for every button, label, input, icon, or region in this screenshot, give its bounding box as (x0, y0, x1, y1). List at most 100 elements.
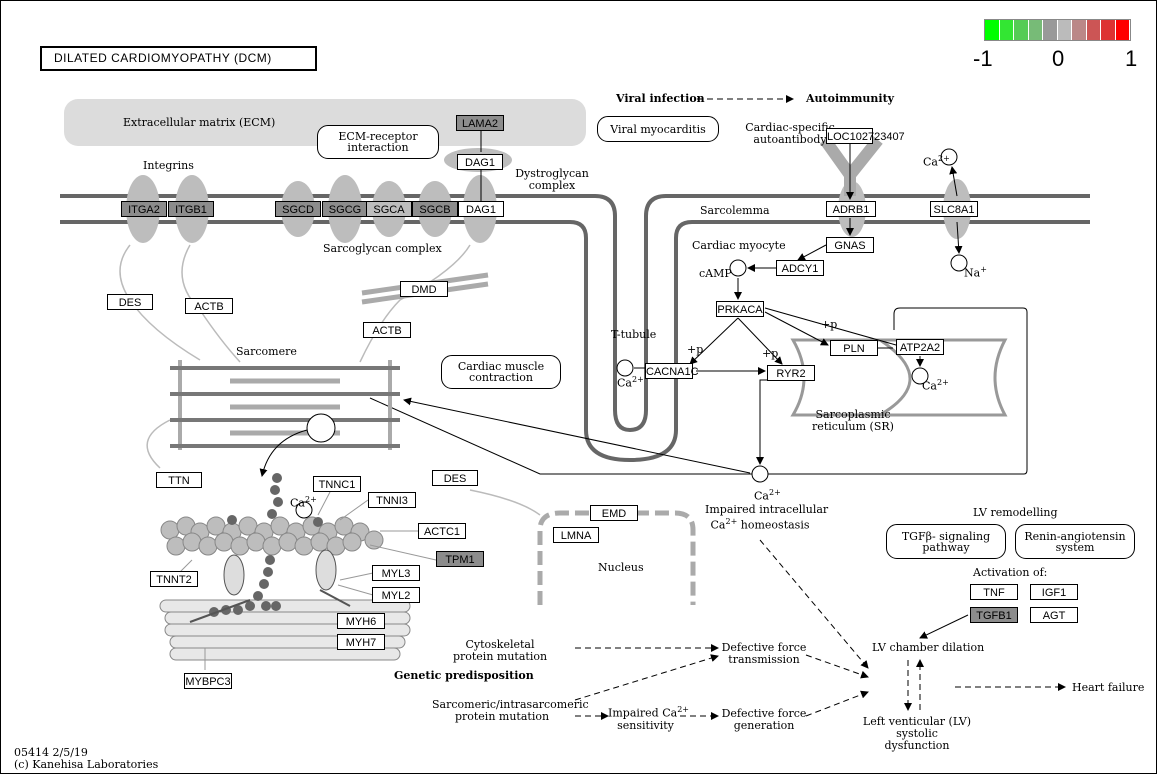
na-label: Na+ (964, 265, 987, 280)
impaired-ca-sensitivity-label: Impaired Ca2+sensitivity (608, 705, 689, 732)
gene-emd[interactable]: EMD (590, 505, 638, 521)
gene-tpm1[interactable]: TPM1 (436, 551, 484, 567)
gene-tgfb1[interactable]: TGFB1 (970, 607, 1018, 623)
lv-chamber-dilation-label: LV chamber dilation (872, 641, 985, 654)
actin-beads (160, 516, 384, 556)
autoimmunity-label: Autoimmunity (806, 92, 895, 105)
camp-label: cAMP (699, 267, 732, 280)
scale-min-label: -1 (973, 46, 993, 71)
color-scale-bar (984, 19, 1131, 41)
gene-itgb1[interactable]: ITGB1 (168, 201, 214, 217)
gene-gnas[interactable]: GNAS (826, 237, 874, 253)
gene-adcy1[interactable]: ADCY1 (776, 260, 824, 276)
gene-sgcb[interactable]: SGCB (412, 201, 458, 217)
gene-myh6[interactable]: MYH6 (337, 613, 385, 629)
scale-swatch (1057, 20, 1072, 40)
gene-lama2[interactable]: LAMA2 (456, 115, 504, 131)
map-id-label: 05414 2/5/19 (14, 746, 88, 759)
tgfb-pathway[interactable]: TGFβ- signaling pathway (886, 524, 1006, 559)
autoantibody-label: Cardiac-specific autoantibody (745, 121, 835, 146)
gene-tnnt2[interactable]: TNNT2 (150, 571, 198, 587)
gene-actb-2[interactable]: ACTB (363, 322, 411, 338)
gene-ttn[interactable]: TTN (156, 472, 202, 488)
gene-lmna[interactable]: LMNA (553, 527, 599, 543)
renin-angiotensin-pathway[interactable]: Renin-angiotensin system (1015, 524, 1135, 559)
ecm-label: Extracellular matrix (ECM) (123, 116, 276, 129)
genetic-predisposition-label: Genetic predisposition (394, 669, 534, 682)
viral-infection-label: Viral infection (616, 92, 705, 105)
sr-label: Sarcoplasmic reticulum (SR) (812, 408, 894, 433)
gene-prkaca[interactable]: PRKACA (716, 301, 764, 317)
gene-tnni3[interactable]: TNNI3 (368, 492, 416, 508)
cardiac-myocyte-label: Cardiac myocyte (692, 239, 786, 252)
gene-des-1[interactable]: DES (107, 294, 153, 310)
gene-igf1[interactable]: IGF1 (1030, 584, 1078, 600)
troponin-beads (209, 473, 323, 617)
gene-adrb1[interactable]: ADRB1 (826, 201, 876, 217)
gene-cacna1c[interactable]: CACNA1C (645, 363, 699, 379)
gene-itga2[interactable]: ITGA2 (121, 201, 167, 217)
ecm-region (64, 99, 586, 146)
sarcomere-lines (170, 360, 400, 450)
gene-myl2[interactable]: MYL2 (372, 587, 420, 603)
gene-mybpc3[interactable]: MYBPC3 (184, 673, 232, 689)
gene-dag1[interactable]: DAG1 (458, 201, 504, 217)
ion-circles (616, 148, 968, 483)
t-tubule-label: T-tubule (611, 328, 657, 341)
scale-mid-label: 0 (1052, 46, 1065, 71)
myocyte-boundary (369, 307, 1028, 475)
copyright-label: (c) Kanehisa Laboratories (14, 758, 159, 771)
gene-pln[interactable]: PLN (830, 340, 878, 356)
scale-swatch (985, 20, 1000, 40)
gene-agt[interactable]: AGT (1030, 607, 1078, 623)
scale-swatch (1072, 20, 1087, 40)
lv-systolic-label: Left venticular (LV) systolic dysfunctio… (862, 715, 972, 752)
integrins-label: Integrins (143, 159, 194, 172)
gene-sgcg[interactable]: SGCG (322, 201, 368, 217)
sr-outline-right (880, 338, 1008, 417)
gene-pointer-lines (173, 491, 437, 670)
ca-label-1: Ca2+ (923, 154, 950, 169)
scale-swatch (1115, 20, 1130, 40)
defective-generation-label: Defective force generation (721, 707, 807, 732)
gene-myl3[interactable]: MYL3 (372, 565, 420, 581)
heart-failure-label: Heart failure (1072, 681, 1145, 694)
scale-swatch (999, 20, 1014, 40)
sarcoglycan-label: Sarcoglycan complex (323, 242, 442, 255)
gene-actb-1[interactable]: ACTB (185, 298, 233, 314)
sarcomeric-mutation-label: Sarcomeric/intrasarcomeric protein mutat… (432, 698, 589, 723)
gene-loc102723407[interactable]: LOC102723407 (826, 128, 905, 144)
defective-transmission-label: Defective force transmission (721, 641, 807, 666)
thick-filament (159, 599, 411, 661)
scale-swatch (1014, 20, 1029, 40)
plus-p-3: +p (821, 318, 838, 331)
myosin-head-left (223, 554, 245, 596)
gene-tnf[interactable]: TNF (970, 584, 1018, 600)
gene-slc8a1[interactable]: SLC8A1 (930, 201, 978, 217)
gene-dmd[interactable]: DMD (400, 281, 448, 297)
gene-sgcd[interactable]: SGCD (275, 201, 321, 217)
gene-tnnc1[interactable]: TNNC1 (313, 476, 361, 492)
scale-swatch (1028, 20, 1043, 40)
scale-max-label: 1 (1125, 46, 1138, 71)
gene-dag1-top[interactable]: DAG1 (457, 154, 503, 170)
myosin-head-right (315, 549, 337, 591)
gene-des-2[interactable]: DES (432, 470, 478, 486)
ca-label-5: Ca2+ (290, 495, 317, 510)
cardiac-muscle-pathway[interactable]: Cardiac muscle contraction (441, 355, 561, 389)
cytoskeletal-mutation-label: Cytoskeletal protein mutation (452, 638, 548, 663)
gene-atp2a2[interactable]: ATP2A2 (896, 339, 944, 355)
ecm-receptor-pathway[interactable]: ECM-receptor interaction (317, 125, 439, 159)
gene-sgca[interactable]: SGCA (366, 201, 412, 217)
plus-p-2: +p (762, 347, 779, 360)
gene-ryr2[interactable]: RYR2 (767, 365, 815, 381)
viral-myocarditis-pathway[interactable]: Viral myocarditis (597, 116, 719, 142)
gene-actc1[interactable]: ACTC1 (418, 523, 466, 539)
nucleus-label: Nucleus (598, 561, 644, 574)
gene-myh7[interactable]: MYH7 (337, 634, 385, 650)
signal-arrows (403, 143, 963, 474)
